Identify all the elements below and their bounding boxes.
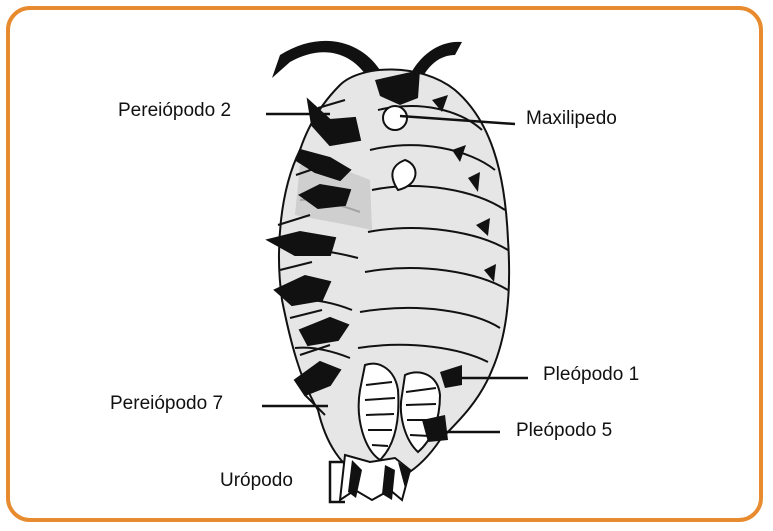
label-pleopodo-5: Pleópodo 5 (516, 420, 612, 442)
maxilliped-shape (383, 106, 407, 130)
label-uropodo: Urópodo (220, 470, 293, 492)
label-maxilipedo: Maxilipedo (526, 108, 617, 130)
label-pleopodo-1: Pleópodo 1 (543, 364, 639, 386)
label-pereiopodo-7: Pereiópodo 7 (110, 393, 223, 415)
label-pereiopodo-2: Pereiópodo 2 (118, 100, 231, 122)
